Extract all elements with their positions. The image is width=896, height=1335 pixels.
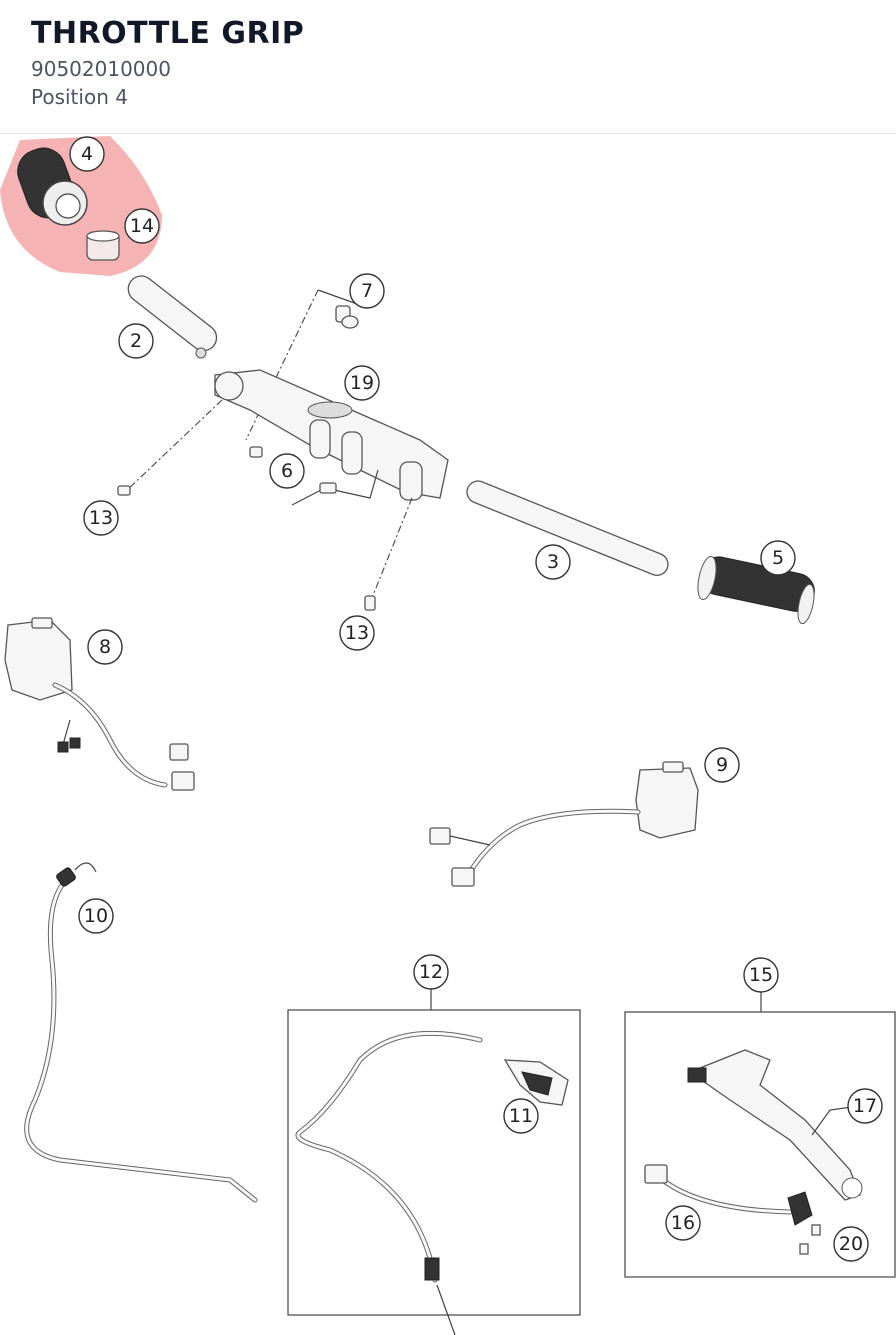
callout-11[interactable]: 11 bbox=[503, 1098, 539, 1134]
svg-text:4: 4 bbox=[81, 143, 93, 165]
svg-text:10: 10 bbox=[84, 905, 108, 927]
callout-13-right[interactable]: 13 bbox=[339, 615, 375, 651]
svg-text:3: 3 bbox=[547, 551, 559, 573]
part-number: 90502010000 bbox=[31, 57, 171, 81]
page-title: THROTTLE GRIP bbox=[31, 16, 305, 51]
callout-2[interactable]: 2 bbox=[118, 323, 154, 359]
callout-17[interactable]: 17 bbox=[847, 1088, 883, 1124]
position-label: Position 4 bbox=[31, 85, 128, 109]
svg-text:20: 20 bbox=[839, 1233, 863, 1255]
callout-15[interactable]: 15 bbox=[743, 957, 779, 993]
callout-16[interactable]: 16 bbox=[665, 1205, 701, 1241]
svg-text:13: 13 bbox=[345, 622, 369, 644]
callout-12[interactable]: 12 bbox=[413, 954, 449, 990]
svg-text:17: 17 bbox=[853, 1095, 877, 1117]
part-throttle-grip[interactable] bbox=[11, 142, 88, 226]
exploded-parts-diagram: 4 14 2 7 19 6 13 3 5 13 8 9 10 12 15 11 … bbox=[0, 136, 896, 1335]
svg-text:9: 9 bbox=[716, 754, 728, 776]
callout-20[interactable]: 20 bbox=[833, 1226, 869, 1262]
group-box-12 bbox=[287, 1009, 581, 1316]
part-screw-13b[interactable] bbox=[364, 595, 376, 611]
callout-13-left[interactable]: 13 bbox=[83, 500, 119, 536]
part-screw-20b[interactable] bbox=[799, 1243, 809, 1255]
svg-text:2: 2 bbox=[130, 330, 142, 352]
part-throttle-cable[interactable] bbox=[24, 862, 258, 1203]
callout-6[interactable]: 6 bbox=[269, 453, 305, 489]
callout-5[interactable]: 5 bbox=[760, 540, 796, 576]
group-box-15 bbox=[624, 1011, 896, 1278]
callout-19[interactable]: 19 bbox=[344, 365, 380, 401]
callout-9[interactable]: 9 bbox=[704, 747, 740, 783]
part-grip-tube[interactable] bbox=[123, 271, 222, 359]
part-handlebar-clamp[interactable] bbox=[214, 369, 449, 501]
callout-10[interactable]: 10 bbox=[78, 898, 114, 934]
svg-text:11: 11 bbox=[509, 1105, 533, 1127]
svg-text:6: 6 bbox=[281, 460, 293, 482]
part-cable-cover[interactable] bbox=[503, 1059, 569, 1106]
part-clamp-ring[interactable] bbox=[86, 230, 120, 261]
part-screw-13a[interactable] bbox=[117, 485, 131, 496]
part-clutch-switch[interactable] bbox=[644, 1164, 813, 1226]
callout-4[interactable]: 4 bbox=[69, 136, 105, 172]
svg-text:19: 19 bbox=[350, 372, 374, 394]
svg-text:5: 5 bbox=[772, 547, 784, 569]
callout-8[interactable]: 8 bbox=[87, 629, 123, 665]
part-right-switch[interactable] bbox=[635, 761, 699, 839]
svg-text:16: 16 bbox=[671, 1212, 695, 1234]
svg-text:15: 15 bbox=[749, 964, 773, 986]
page-header: THROTTLE GRIP 90502010000 Position 4 bbox=[0, 0, 896, 134]
svg-text:7: 7 bbox=[361, 280, 373, 302]
part-pin-6b[interactable] bbox=[319, 482, 337, 494]
part-hand-guard-cable[interactable] bbox=[295, 1030, 483, 1335]
svg-text:13: 13 bbox=[89, 507, 113, 529]
callout-3[interactable]: 3 bbox=[535, 544, 571, 580]
callout-14[interactable]: 14 bbox=[124, 208, 160, 244]
svg-text:12: 12 bbox=[419, 961, 443, 983]
part-handlebar-tube[interactable] bbox=[464, 478, 672, 579]
part-screw-20a[interactable] bbox=[811, 1224, 821, 1236]
callout-7[interactable]: 7 bbox=[349, 273, 385, 309]
svg-text:8: 8 bbox=[99, 636, 111, 658]
part-left-switch[interactable] bbox=[4, 617, 73, 701]
part-left-grip[interactable] bbox=[695, 554, 818, 625]
part-pin-6a[interactable] bbox=[249, 446, 263, 458]
svg-text:14: 14 bbox=[130, 215, 154, 237]
part-clutch-lever[interactable] bbox=[687, 1049, 863, 1201]
part-screw-7[interactable] bbox=[335, 305, 359, 329]
